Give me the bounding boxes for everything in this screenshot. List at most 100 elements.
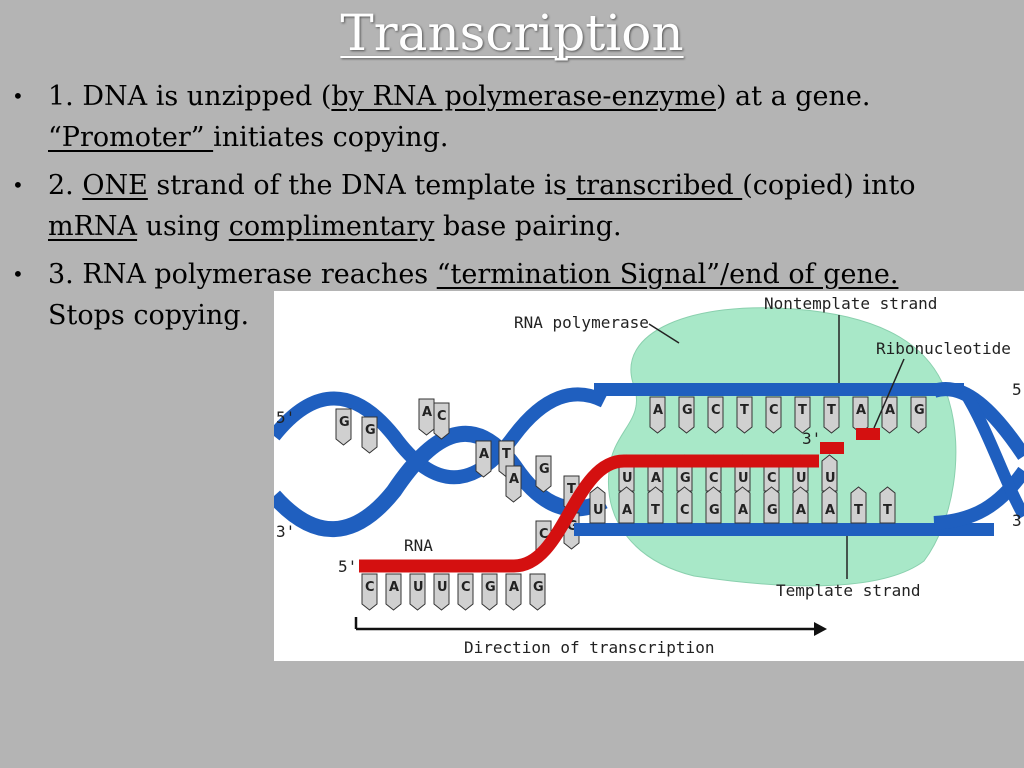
bullet-2: • 2. ONE strand of the DNA template is t… [12,165,1002,247]
label-5prime-right: 5 [1012,380,1022,399]
nucleotide-letter: C [365,580,375,595]
label-5prime-rna: 5' [338,557,357,576]
nucleotide-letter: U [622,471,633,486]
nucleotide-letter: G [567,519,578,534]
nucleotide-base: G [335,408,352,446]
nucleotide-letter: A [509,580,519,595]
nucleotide-base: C [765,396,782,434]
nucleotide-letter: A [796,503,806,518]
nucleotide-base: U [821,454,838,492]
nucleotide-base: A [385,573,402,611]
bullet-text: RNA polymerase reaches [82,259,437,290]
nucleotide-base: C [676,486,693,524]
bullet-text: strand of the DNA template is [147,170,567,201]
nucleotide-base: U [433,573,450,611]
label-5prime-left: 5' [276,408,295,427]
label-nontemplate-strand: Nontemplate strand [764,294,937,313]
nucleotide-letter: A [653,403,663,418]
nucleotide-letter: A [738,503,748,518]
nucleotide-letter: A [885,403,895,418]
nucleotide-letter: U [593,503,604,518]
nucleotide-base: G [535,455,552,493]
nucleotide-base: A [792,486,809,524]
nucleotide-base: C [707,396,724,434]
nucleotide-base: G [763,486,780,524]
nucleotide-base: A [881,396,898,434]
direction-arrowhead-icon [814,622,827,636]
nucleotide-base: A [649,396,666,434]
nucleotide-letter: T [740,403,749,418]
nucleotide-letter: C [767,471,777,486]
nucleotide-base: A [852,396,869,434]
nucleotide-base-shape [529,573,546,611]
bullet-underlined: ONE [82,170,148,201]
bullet-2-text: 2. ONE strand of the DNA template is tra… [48,165,1002,247]
bullet-text: using [137,211,229,242]
nucleotide-base-shape [433,573,450,611]
right-helix-strand-cross [958,387,1024,519]
nucleotide-base-shape [910,396,927,434]
bullet-1-text: 1. DNA is unzipped (by RNA polymerase-en… [48,76,1002,158]
nucleotide-base-shape [879,486,896,524]
nucleotide-base: U [589,486,606,524]
nucleotide-base-shape [850,486,867,524]
bullet-text: DNA is unzipped ( [82,81,332,112]
nucleotide-letter: G [680,471,691,486]
rna-polymerase-blob [607,307,957,587]
nucleotide-base: A [505,465,522,503]
nucleotide-base-shape [505,573,522,611]
nucleotide-letter: G [485,580,496,595]
nucleotide-letter: G [533,580,544,595]
nucleotide-letter: T [651,503,660,518]
nucleotide-base: T [647,486,664,524]
nucleotide-base-shape [794,396,811,434]
leader-ribonucleotide [873,358,905,429]
nucleotide-base: A [618,486,635,524]
nucleotide-base: A [475,440,492,478]
nucleotide-letter: A [856,403,866,418]
nucleotide-base-shape [736,396,753,434]
nucleotide-base-shape [433,402,450,440]
nucleotide-base-shape [361,573,378,611]
bullet-text: (copied) into [742,170,916,201]
nucleotide-base-shape [335,408,352,446]
nucleotide-base: C [361,573,378,611]
nucleotide-base-shape [649,396,666,434]
nucleotide-letter: A [825,503,835,518]
label-template-strand: Template strand [776,581,921,600]
nucleotide-base-shape [361,416,378,454]
nucleotide-letter: G [339,415,350,430]
bullet-text: initiates copying. [213,122,449,153]
nucleotide-base-shape [734,486,751,524]
nucleotide-letter: C [461,580,471,595]
nucleotide-base: U [409,573,426,611]
nucleotide-base-shape [418,398,435,436]
nucleotide-letter: T [854,503,863,518]
nucleotide-base-shape [481,573,498,611]
label-3prime-left: 3' [276,522,295,541]
nucleotide-base-shape [647,486,664,524]
bullet-dot-icon: • [12,262,24,286]
nucleotide-base-shape [505,465,522,503]
nucleotide-base-shape [475,440,492,478]
bullet-underlined: transcribed [566,170,743,201]
nucleotide-letter: U [738,471,749,486]
nucleotide-letter: U [825,471,836,486]
bullet-number: 2. [48,170,74,201]
helix-strand-back [274,387,608,485]
label-ribonucleotide: Ribonucleotide [876,339,1011,358]
label-3prime-rna: 3' [802,429,821,448]
nucleotide-base: A [505,573,522,611]
nucleotide-base: G [678,396,695,434]
nucleotide-letter: T [827,403,836,418]
bullet-underlined: “Promoter” [48,122,214,153]
bullet-underlined: complimentary [228,211,435,242]
nucleotide-base: A [418,398,435,436]
nucleotide-base: G [705,486,722,524]
nucleotide-base: T [823,396,840,434]
nucleotide-base: G [910,396,927,434]
nucleotide-letter: C [437,409,447,424]
nucleotide-base: C [433,402,450,440]
nucleotide-base-shape [678,396,695,434]
